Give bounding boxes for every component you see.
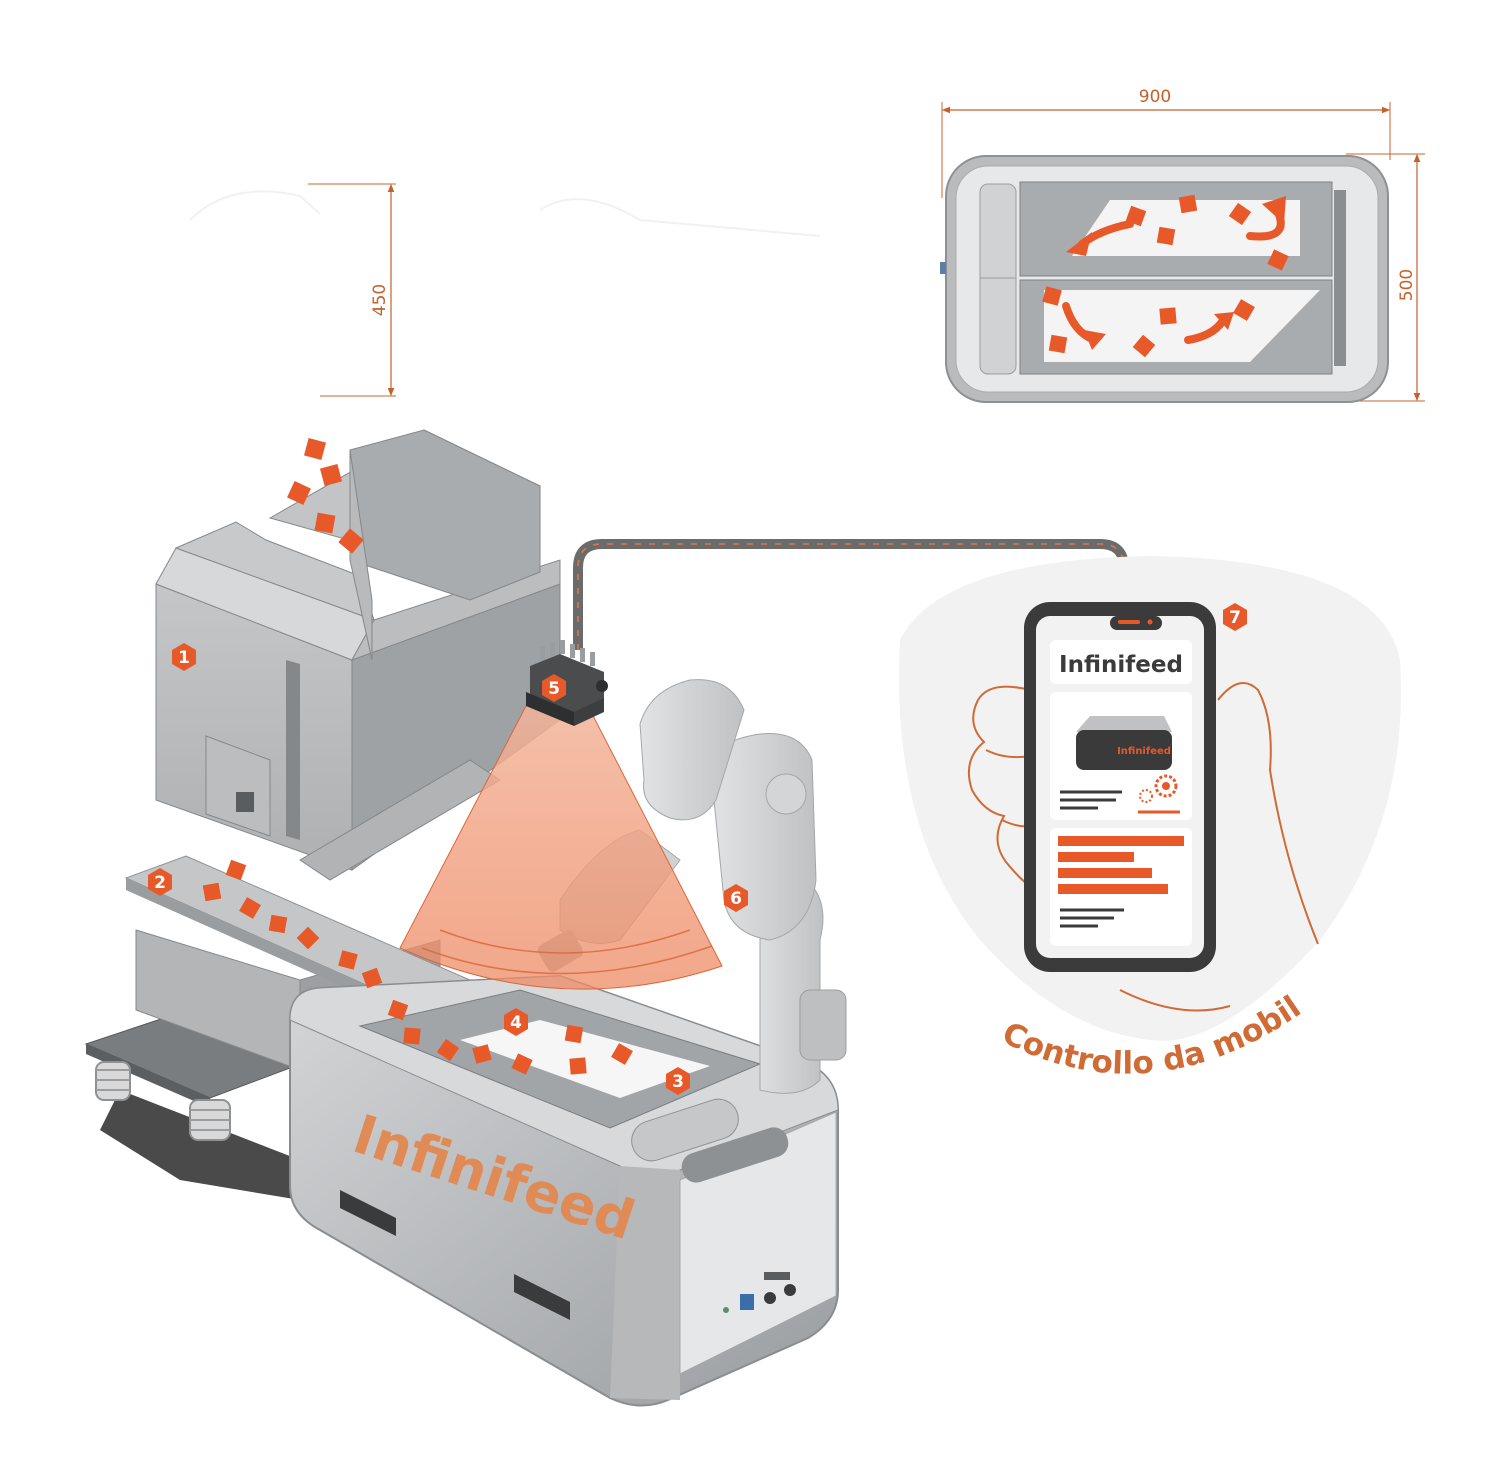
gear-icon xyxy=(1139,774,1178,803)
stat-bars xyxy=(1058,836,1184,894)
svg-text:6: 6 xyxy=(730,889,742,909)
badge-1: 1 xyxy=(172,643,196,671)
svg-text:7: 7 xyxy=(1229,608,1241,628)
hopper xyxy=(155,429,561,881)
dimension-height-label: 500 xyxy=(1397,269,1417,301)
badge-5: 5 xyxy=(542,674,566,702)
roller xyxy=(979,183,1017,375)
badge-7: 7 xyxy=(1223,603,1247,631)
flexible-feeder-base: Infinifeed xyxy=(289,974,839,1407)
svg-text:5: 5 xyxy=(548,679,560,699)
dimension-width-label: 900 xyxy=(1139,87,1171,107)
top-view: 900 500 xyxy=(940,87,1425,403)
spring-base xyxy=(84,1003,324,1141)
svg-text:4: 4 xyxy=(510,1013,522,1033)
arrow-heads xyxy=(1066,196,1286,350)
badge-6: 6 xyxy=(724,884,748,912)
app-logo: Infinifeed xyxy=(1059,652,1183,678)
camera xyxy=(526,640,608,726)
badge-3: 3 xyxy=(666,1067,690,1095)
badge-4: 4 xyxy=(504,1008,528,1036)
parts xyxy=(202,437,633,1075)
dimension-side-label: 450 xyxy=(370,284,390,316)
machine: Infinifeed xyxy=(84,429,1247,1407)
svg-text:3: 3 xyxy=(672,1072,684,1092)
svg-text:1: 1 xyxy=(178,648,190,668)
device-label: Infinifeed xyxy=(1117,746,1171,757)
svg-text:2: 2 xyxy=(154,873,166,893)
badge-2: 2 xyxy=(148,868,172,896)
app-header xyxy=(1050,640,1192,684)
device-icon xyxy=(1076,730,1172,770)
parts-top-view xyxy=(1042,194,1289,358)
side-view: 450 xyxy=(189,183,821,397)
vision-cone xyxy=(399,705,723,990)
hand-outline xyxy=(968,681,1319,1012)
